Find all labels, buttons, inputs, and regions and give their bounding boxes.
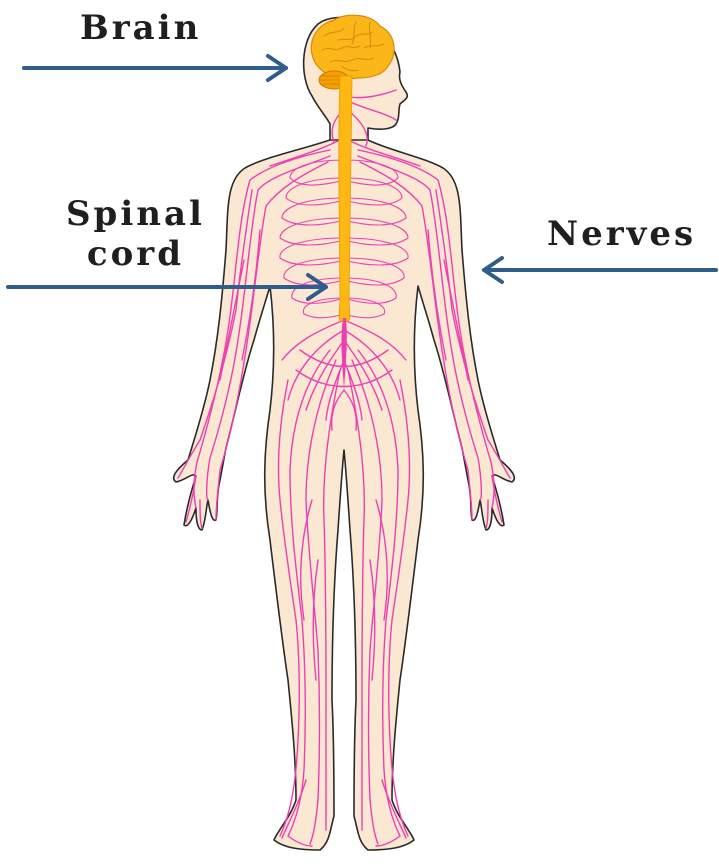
spinal-cord-label-line2: cord <box>66 234 205 274</box>
brain-label: Brain <box>80 8 201 48</box>
nerves-arrow <box>484 258 716 282</box>
spinal-cord-label-line1: Spinal <box>66 194 205 234</box>
spinal-cord-label: Spinal cord <box>66 194 205 274</box>
brain-arrow <box>24 56 286 80</box>
nerves-label: Nerves <box>547 214 696 254</box>
